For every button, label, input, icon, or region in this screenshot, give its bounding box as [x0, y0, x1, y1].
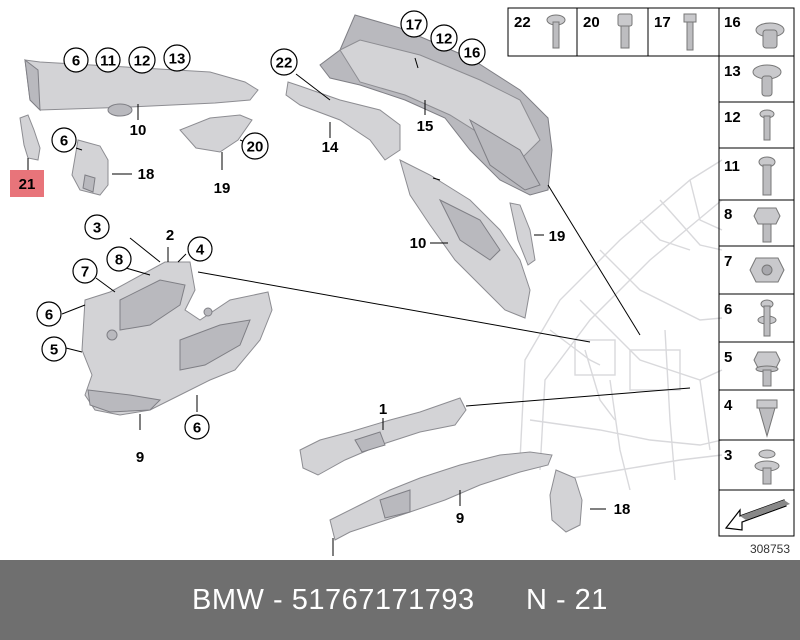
callout-12: 12 — [134, 53, 151, 70]
part-9-lower-member — [329, 451, 553, 541]
callout-circle-22 — [270, 48, 298, 76]
fastener-label-13: 13 — [724, 63, 741, 80]
part-19-cover — [179, 114, 253, 153]
callout-7: 7 — [81, 264, 89, 281]
part-21-highlight — [10, 170, 44, 197]
part-18-bracket-lower — [549, 469, 583, 533]
part-1-member — [299, 397, 467, 476]
part-21-bracket — [19, 114, 41, 161]
part-10-duct-upper — [24, 58, 259, 117]
stepped-rivet-icon — [754, 449, 780, 485]
footer-brand: BMW — [192, 583, 265, 616]
fastener-label-8: 8 — [724, 206, 732, 223]
fastener-label-16: 16 — [724, 14, 741, 31]
footer-position-label: N - 21 — [525, 583, 608, 616]
callout-circle-13 — [163, 44, 191, 72]
footer-separator: - — [264, 583, 292, 616]
screw-icon — [546, 14, 566, 49]
part-2-wheelhouse-assembly — [81, 261, 273, 416]
callout-12b: 12 — [436, 31, 453, 48]
callout-circle-20 — [241, 132, 269, 160]
hex-nut-icon — [749, 257, 785, 283]
diagram-svg: 6 11 12 13 10 6 18 21 20 19 22 17 12 16 … — [10, 7, 795, 556]
callout-17: 17 — [406, 17, 423, 34]
callout-circle-6d — [184, 414, 210, 440]
part-15-strut-tower — [319, 14, 553, 196]
callout-19-lower: 19 — [549, 228, 566, 245]
callout-11: 11 — [100, 53, 116, 70]
fastener-label-11: 11 — [724, 158, 740, 175]
callout-circle-11 — [95, 47, 121, 73]
callout-circle-16 — [458, 38, 486, 66]
callouts: 6 11 12 13 10 6 18 21 20 19 22 17 12 16 … — [19, 10, 631, 527]
fastener-label-17: 17 — [654, 14, 671, 31]
callout-14: 14 — [322, 139, 339, 156]
callout-15: 15 — [417, 118, 434, 135]
callout-10-lower: 10 — [410, 235, 427, 252]
diagram-number: 308753 — [750, 542, 790, 556]
callout-18-lower: 18 — [614, 501, 631, 518]
fastener-label-22: 22 — [514, 14, 531, 31]
callout-21: 21 — [19, 176, 36, 193]
callout-circle-4 — [187, 236, 213, 262]
callout-circle-6 — [63, 47, 89, 73]
callout-6b: 6 — [60, 133, 68, 150]
callout-circle-6b — [51, 127, 77, 153]
fastener-label-20: 20 — [583, 14, 600, 31]
fastener-label-12: 12 — [724, 109, 741, 126]
callout-22: 22 — [276, 55, 293, 72]
callout-4: 4 — [196, 242, 205, 259]
fastener-grid: 22 20 17 16 13 12 11 8 7 6 5 4 3 — [507, 7, 795, 537]
callout-8: 8 — [115, 252, 123, 269]
callout-3: 3 — [93, 220, 101, 237]
part-14-rail — [285, 81, 401, 161]
spring-clip-icon — [756, 399, 778, 438]
plastic-rivet-icon — [759, 109, 775, 141]
fastener-label-4: 4 — [724, 397, 733, 414]
callout-6d: 6 — [193, 420, 201, 437]
callout-18-upper: 18 — [138, 166, 155, 183]
direction-arrow-icon — [724, 499, 790, 531]
fastener-label-5: 5 — [724, 349, 732, 366]
callout-circle-8 — [106, 246, 132, 272]
long-bolt-icon — [683, 13, 697, 51]
part-19-bracket — [509, 202, 536, 266]
clip-nut-icon — [755, 22, 785, 49]
callout-6: 6 — [72, 53, 80, 70]
fastener-label-6: 6 — [724, 301, 732, 318]
callout-9-lower: 9 — [456, 510, 464, 527]
part-10-side-member — [399, 159, 531, 319]
callout-9-upper: 9 — [136, 449, 144, 466]
callout-19-upper: 19 — [214, 180, 231, 197]
self-tapping-screw-icon — [758, 156, 776, 196]
expanding-rivet-icon — [757, 299, 777, 337]
callout-13: 13 — [169, 51, 186, 68]
callout-16: 16 — [464, 45, 481, 62]
callout-circle-12b — [430, 24, 458, 52]
callout-2: 2 — [166, 227, 174, 244]
callout-5: 5 — [50, 342, 58, 359]
socket-bolt-icon — [617, 13, 633, 49]
callout-6c: 6 — [45, 307, 53, 324]
callout-circle-17 — [400, 10, 428, 38]
footer-gap — [475, 584, 526, 617]
callout-circle-12 — [128, 46, 156, 74]
hex-bolt-icon — [753, 207, 781, 243]
callout-circle-7 — [72, 258, 98, 284]
part-18-bracket-left — [71, 139, 109, 196]
callout-circle-5 — [41, 336, 67, 362]
fastener-label-7: 7 — [724, 253, 732, 270]
callout-circle-3 — [84, 214, 110, 240]
footer-banner: BMW - 51767171793 N - 21 — [0, 560, 800, 640]
callout-10-upper: 10 — [130, 122, 147, 139]
footer-part-number: 51767171793 — [291, 583, 475, 616]
fastener-label-3: 3 — [724, 447, 732, 464]
push-rivet-icon — [752, 64, 782, 97]
parts-diagram: 6 11 12 13 10 6 18 21 20 19 22 17 12 16 … — [10, 7, 795, 556]
callout-circle-6c — [36, 301, 62, 327]
callout-20: 20 — [247, 139, 264, 156]
flange-bolt-icon — [753, 351, 781, 387]
callout-1: 1 — [379, 401, 387, 418]
car-body-structure — [519, 159, 723, 491]
